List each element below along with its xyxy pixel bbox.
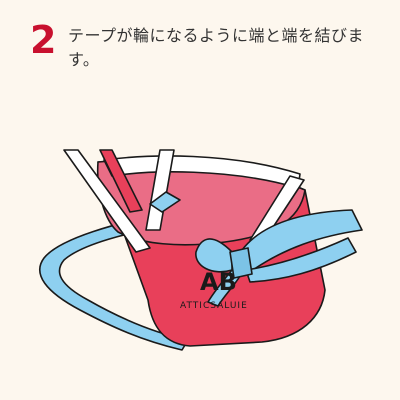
tape-loop [39, 214, 189, 351]
bag-logo-sub: ATTICSALUIE [180, 301, 248, 311]
bow-right-loop [241, 209, 363, 273]
bag-logo-main: AB [200, 268, 237, 296]
bag-illustration: AB ATTICSALUIE [39, 149, 363, 351]
bow-tail-right [245, 237, 357, 283]
bow-tail-left [207, 269, 241, 307]
handle-left [63, 149, 151, 253]
step-header: 2 テープが輪になるように端と端を結びます。 [30, 20, 380, 80]
bow-left-loop [195, 238, 233, 273]
step-instruction: テープが輪になるように端と端を結びます。 [68, 26, 365, 69]
step-number: 2 [30, 18, 57, 62]
bow-knot [229, 247, 253, 279]
tape-end [149, 191, 181, 213]
red-strap [99, 149, 143, 213]
